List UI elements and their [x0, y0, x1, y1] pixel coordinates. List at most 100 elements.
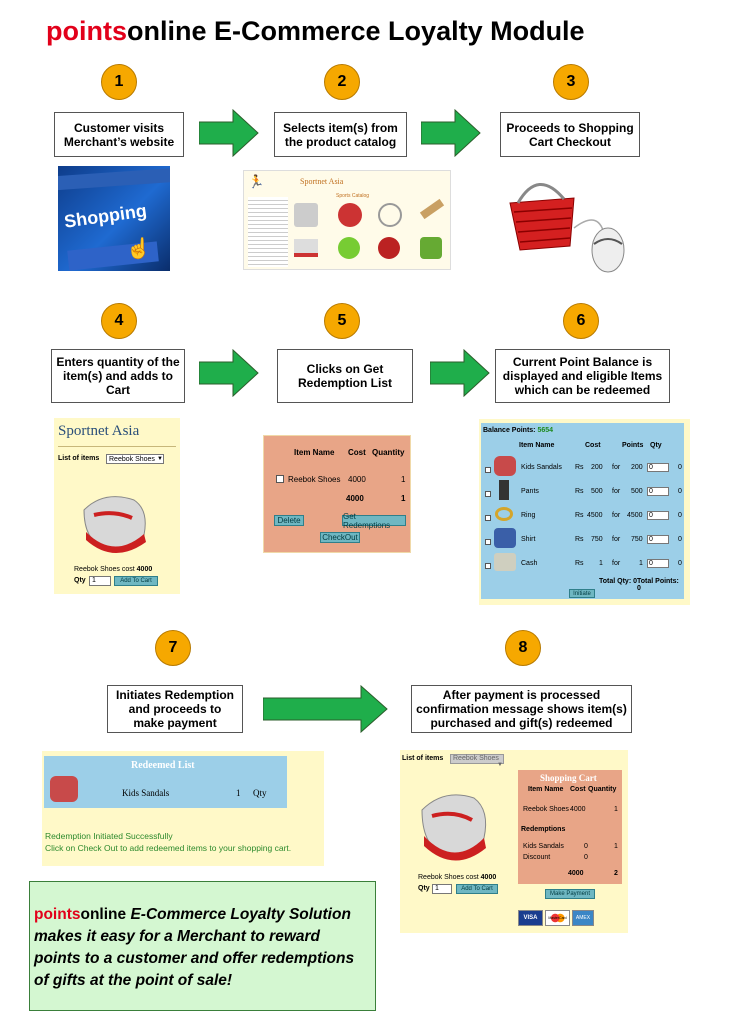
row-end-value: 0 [678, 488, 682, 495]
qty-label: Qty [418, 885, 430, 892]
step-2-box: Selects item(s) from the product catalog [274, 112, 407, 157]
redeemed-item-qty: 1 [236, 788, 241, 798]
row-points: 750 [631, 536, 643, 543]
arrow-7-8 [263, 685, 388, 733]
make-payment-button[interactable]: Make Payment [545, 889, 595, 899]
row-checkbox[interactable] [485, 491, 491, 497]
row-cost: 1 [599, 560, 603, 567]
list-of-items-label: List of items [58, 455, 100, 462]
row-qty-input[interactable]: 0 [647, 511, 669, 520]
initiate-button[interactable]: Initiate [569, 589, 595, 598]
catalog-redball-thumb [378, 237, 400, 259]
step-7-box: Initiates Redemption and proceeds to mak… [107, 685, 243, 733]
shoe-image [74, 470, 154, 560]
arrow-5-6 [430, 349, 490, 397]
step-6-number: 6 [563, 303, 599, 339]
item-select-disabled[interactable]: Reebok Shoes▼ [450, 754, 504, 768]
row-checkbox[interactable] [485, 539, 491, 545]
catalog-item-thumb [420, 237, 442, 259]
step-2-number: 2 [324, 64, 360, 100]
title-rest: online E-Commerce Loyalty Module [127, 16, 585, 46]
arrow-2-3 [421, 109, 481, 157]
shopping-label: Shopping [62, 200, 148, 232]
redemption-1-name: Kids Sandals [523, 843, 564, 850]
row-points: 1 [639, 560, 643, 567]
row-name: Ring [521, 512, 536, 519]
row-qty-input[interactable]: 0 [647, 487, 669, 496]
step-5-box: Clicks on Get Redemption List [277, 349, 413, 403]
step-8-number: 8 [505, 630, 541, 666]
shirt-thumb [494, 528, 516, 548]
col-item-name: Item Name [528, 786, 564, 793]
row-points: 200 [631, 464, 643, 471]
cost-value: 4000 [480, 874, 497, 881]
row-qty-input[interactable]: 0 [647, 559, 669, 568]
row-for: for [612, 536, 621, 543]
redeem-row: Shirt Rs 750 for 750 0 0 [481, 527, 684, 551]
cart-total-cost: 4000 [346, 494, 364, 503]
row-name: Shirt [521, 536, 536, 543]
row-currency: Rs [575, 512, 584, 519]
step-6-box: Current Point Balance is displayed and e… [495, 349, 670, 403]
row-currency: Rs [575, 560, 584, 567]
row-qty-input[interactable]: 0 [647, 463, 669, 472]
cost-line: Reebok Shoes cost 4000 [418, 874, 496, 881]
row-points: 4500 [627, 512, 643, 519]
item-checkbox[interactable] [276, 475, 284, 483]
cash-thumb [494, 553, 516, 571]
tagline-lead: E-Commerce Loyalty Solution [126, 906, 351, 923]
row-cost: 4500 [587, 512, 603, 519]
add-to-cart-button[interactable]: Add To Cart [456, 884, 498, 894]
row-checkbox[interactable] [485, 563, 491, 569]
catalog-shirt-thumb [294, 203, 318, 227]
row-currency: Rs [575, 488, 584, 495]
basket-icon [509, 182, 625, 273]
tagline-brand: points [34, 906, 81, 923]
row-end-value: 0 [678, 464, 682, 471]
balance-label: Balance Points: [483, 427, 536, 434]
redemption-success-msg: Redemption Initiated Successfully [45, 831, 173, 841]
tagline-callout: pointsonline E-Commerce Loyalty Solution… [29, 881, 376, 1011]
col-quantity: Quantity [372, 448, 405, 457]
qty-label: Qty [74, 577, 86, 584]
step-4-box: Enters quantity of the item(s) and adds … [51, 349, 185, 403]
col-quantity: Quantity [588, 786, 617, 793]
row-points: 500 [631, 488, 643, 495]
cart-total-qty: 2 [614, 870, 618, 877]
row-checkbox[interactable] [485, 515, 491, 521]
qty-input[interactable]: 1 [432, 884, 452, 894]
delete-button[interactable]: Delete [274, 515, 304, 526]
step-7-number: 7 [155, 630, 191, 666]
catalog-sidebar-text [248, 197, 288, 267]
row-name: Pants [521, 488, 539, 495]
shoe-image [414, 770, 494, 870]
row-currency: Rs [575, 464, 584, 471]
tagline-line-2: makes it easy for a Merchant to reward [34, 928, 321, 945]
redemptions-label: Redemptions [521, 826, 566, 833]
redeem-row: Ring Rs 4500 for 4500 0 0 [481, 503, 684, 527]
step-3-number: 3 [553, 64, 589, 100]
step-1-box: Customer visits Merchant’s website [54, 112, 184, 157]
redemption-panel-outer: Balance Points: 5654 Item Name Cost Poin… [479, 419, 690, 605]
row-for: for [612, 560, 621, 567]
row-cost: 500 [591, 488, 603, 495]
row-qty-input[interactable]: 0 [647, 535, 669, 544]
row-checkbox[interactable] [485, 467, 491, 473]
cart-item-name: Reebok Shoes [288, 475, 341, 484]
pants-thumb [499, 480, 509, 500]
row-for: for [612, 488, 621, 495]
chevron-down-icon: ▼ [157, 456, 163, 462]
shopping-cart-title: Shopping Cart [540, 773, 597, 783]
get-redemptions-button[interactable]: Get Redemptions [342, 512, 406, 530]
cart-total-qty: 1 [401, 494, 406, 503]
redeemed-list-box: Redeemed List Kids Sandals 1 Qty [44, 756, 287, 808]
visa-card-icon: VISA [518, 910, 543, 926]
redemption-list-panel: Balance Points: 5654 Item Name Cost Poin… [481, 423, 684, 599]
add-to-cart-button[interactable]: Add To Cart [114, 576, 158, 586]
checkout-button[interactable]: CheckOut [320, 532, 360, 543]
cart-item-qty: 1 [614, 806, 618, 813]
row-end-value: 0 [678, 512, 682, 519]
qty-input[interactable]: 1 [89, 576, 111, 586]
item-select[interactable]: Reebok Shoes▼ [106, 454, 164, 464]
redemption-1-qty: 1 [614, 843, 618, 850]
